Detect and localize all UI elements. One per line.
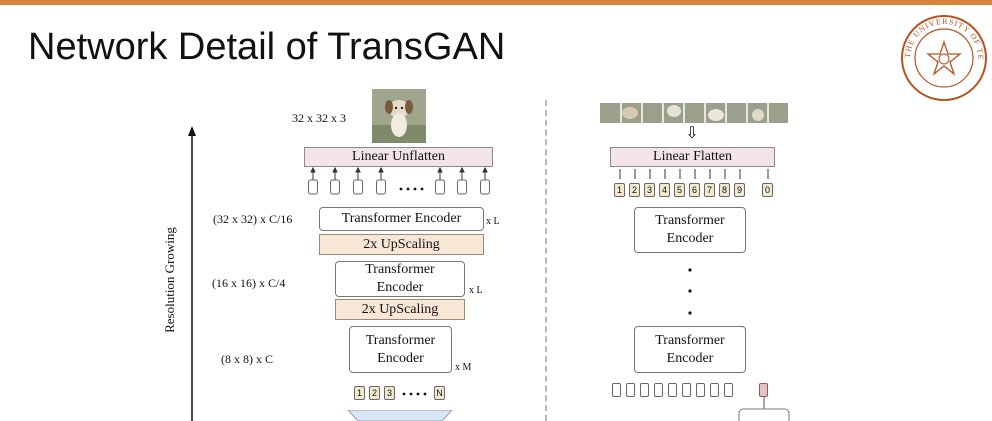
disc-out-token bbox=[640, 383, 649, 397]
disc-out-token bbox=[612, 383, 621, 397]
disc-token-arrows bbox=[619, 169, 769, 179]
stage1-size-label: (32 x 32) x C/16 bbox=[213, 212, 293, 226]
disc-out-token bbox=[626, 383, 635, 397]
top-accent-bar bbox=[0, 0, 992, 5]
stage2-transformer-encoder: Transformer Encoder bbox=[335, 261, 465, 297]
disc-token-6: 6 bbox=[689, 183, 700, 197]
stage1-transformer-encoder: Transformer Encoder bbox=[319, 207, 484, 231]
disc-out-token bbox=[696, 383, 705, 397]
panel-divider bbox=[545, 100, 547, 421]
disc-token-1: 1 bbox=[614, 183, 625, 197]
disc-token-4: 4 bbox=[659, 183, 670, 197]
output-size-label: 32 x 32 x 3 bbox=[292, 111, 346, 125]
stage3-repeat-label: x M bbox=[455, 362, 472, 373]
disc-token-cls: 0 bbox=[762, 183, 773, 197]
linear-flatten-box: Linear Flatten bbox=[610, 147, 775, 167]
slide-title: Network Detail of TransGAN bbox=[28, 26, 506, 68]
vertical-ellipsis bbox=[688, 268, 692, 315]
stage3-encoder-line2: Encoder bbox=[377, 350, 424, 366]
disc-token-7: 7 bbox=[704, 183, 715, 197]
gen-token-n: N bbox=[434, 386, 445, 400]
stage2-encoder-line1: Transformer bbox=[365, 262, 435, 277]
disc-token-8: 8 bbox=[719, 183, 730, 197]
stage2-size-label: (16 x 16) x C/4 bbox=[212, 276, 286, 290]
stage3-encoder-line1: Transformer bbox=[365, 332, 436, 348]
disc-out-token bbox=[668, 383, 677, 397]
disc-out-token bbox=[710, 383, 719, 397]
stage3-size-label: (8 x 8) x C bbox=[221, 352, 273, 366]
disc-token-5: 5 bbox=[674, 183, 685, 197]
disc-out-token bbox=[682, 383, 691, 397]
disc-out-token bbox=[654, 383, 663, 397]
stage2-upscaling-box: 2x UpScaling bbox=[335, 299, 465, 320]
image-patch-strip bbox=[600, 103, 788, 123]
stage2-encoder-line2: Encoder bbox=[376, 280, 424, 295]
gen-token-1: 1 bbox=[354, 386, 365, 400]
cls-head bbox=[738, 397, 790, 421]
disc-transformer-encoder-top: Transformer Encoder bbox=[634, 207, 746, 253]
resolution-growing-arrow bbox=[188, 126, 196, 421]
disc-encoder-bottom-line2: Encoder bbox=[666, 350, 714, 366]
disc-encoder-top-line1: Transformer bbox=[655, 213, 725, 228]
disc-token-3: 3 bbox=[644, 183, 655, 197]
stage1-upscaling-box: 2x UpScaling bbox=[319, 234, 484, 255]
stage1-repeat-label: x L bbox=[486, 216, 500, 227]
down-arrow-icon: ⇩ bbox=[685, 125, 699, 142]
disc-encoder-top-line2: Encoder bbox=[666, 231, 714, 246]
university-seal-logo: THE UNIVERSITY OF TEXAS AT AUSTIN bbox=[900, 14, 987, 101]
gen-token-2: 2 bbox=[369, 386, 380, 400]
disc-cls-out-token bbox=[759, 383, 768, 397]
gen-token-ellipsis bbox=[402, 392, 427, 396]
stage3-transformer-encoder: Transformer Encoder bbox=[349, 326, 452, 373]
dog-output-image bbox=[372, 89, 426, 143]
generator-token-row bbox=[308, 167, 490, 195]
gen-token-3: 3 bbox=[384, 386, 395, 400]
disc-token-9: 9 bbox=[734, 183, 745, 197]
linear-unflatten-box: Linear Unflatten bbox=[304, 147, 493, 167]
disc-transformer-encoder-bottom: Transformer Encoder bbox=[634, 326, 746, 373]
mlp-input-trapezoid bbox=[348, 410, 452, 421]
stage2-repeat-label: x L bbox=[469, 285, 483, 296]
disc-out-token bbox=[724, 383, 733, 397]
disc-encoder-bottom-line1: Transformer bbox=[655, 332, 725, 348]
disc-token-2: 2 bbox=[629, 183, 640, 197]
axis-label: Resolution Growing bbox=[162, 227, 177, 333]
